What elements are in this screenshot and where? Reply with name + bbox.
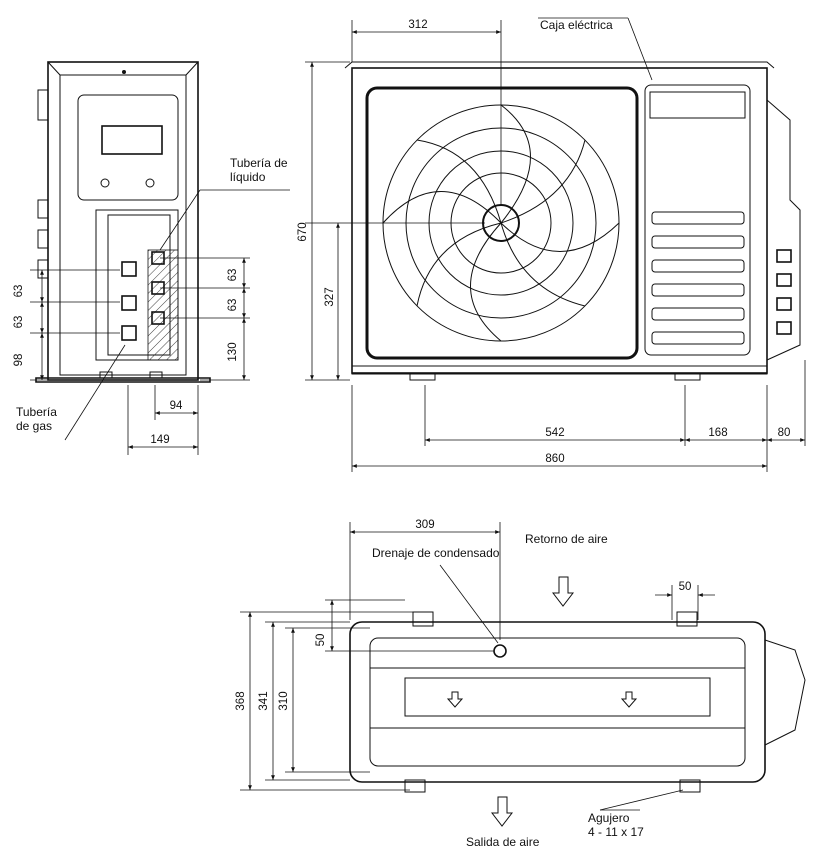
label-tuberia-gas-2: de gas (16, 419, 52, 433)
label-agujero-2: 4 - 11 x 17 (588, 825, 644, 839)
dim-309: 309 (415, 519, 434, 531)
dim-149: 149 (150, 434, 169, 446)
label-drenaje: Drenaje de condensado (372, 546, 500, 560)
dim-542: 542 (545, 427, 564, 439)
drain-hole (493, 644, 507, 658)
label-salida: Salida de aire (466, 835, 540, 849)
dim-63-c: 63 (227, 269, 239, 282)
label-tuberia-liquido-1: Tubería de (230, 156, 288, 170)
dim-130: 130 (227, 342, 239, 361)
dim-98: 98 (13, 354, 25, 367)
dim-50-a: 50 (315, 634, 327, 647)
label-retorno: Retorno de aire (525, 532, 608, 546)
label-caja-electrica: Caja eléctrica (540, 18, 613, 32)
front-view: 312 670 327 542 168 80 860 Caja eléctric… (297, 17, 806, 472)
vent-slots (651, 211, 745, 345)
airflow-arrow-icon (446, 576, 638, 827)
dim-80: 80 (778, 427, 791, 439)
side-view: 63 63 98 63 63 130 94 149 Tubería de líq… (13, 61, 290, 455)
label-tuberia-gas-1: Tubería (16, 405, 57, 419)
dim-63-a: 63 (13, 285, 25, 298)
dim-312: 312 (408, 19, 427, 31)
top-view: 309 50 50 368 341 310 Drenaje de condens… (235, 519, 806, 849)
dim-94: 94 (170, 400, 183, 412)
dim-310: 310 (278, 691, 290, 710)
dim-50-b: 50 (679, 581, 692, 593)
label-agujero-1: Agujero (588, 811, 630, 825)
label-tuberia-liquido-2: líquido (230, 170, 266, 184)
dim-168: 168 (708, 427, 727, 439)
dim-341: 341 (258, 691, 270, 710)
dim-368: 368 (235, 691, 247, 710)
dim-63-d: 63 (227, 299, 239, 312)
dim-327: 327 (324, 287, 336, 306)
dim-670: 670 (297, 222, 309, 241)
dim-860: 860 (545, 453, 564, 465)
dim-63-b: 63 (13, 316, 25, 329)
